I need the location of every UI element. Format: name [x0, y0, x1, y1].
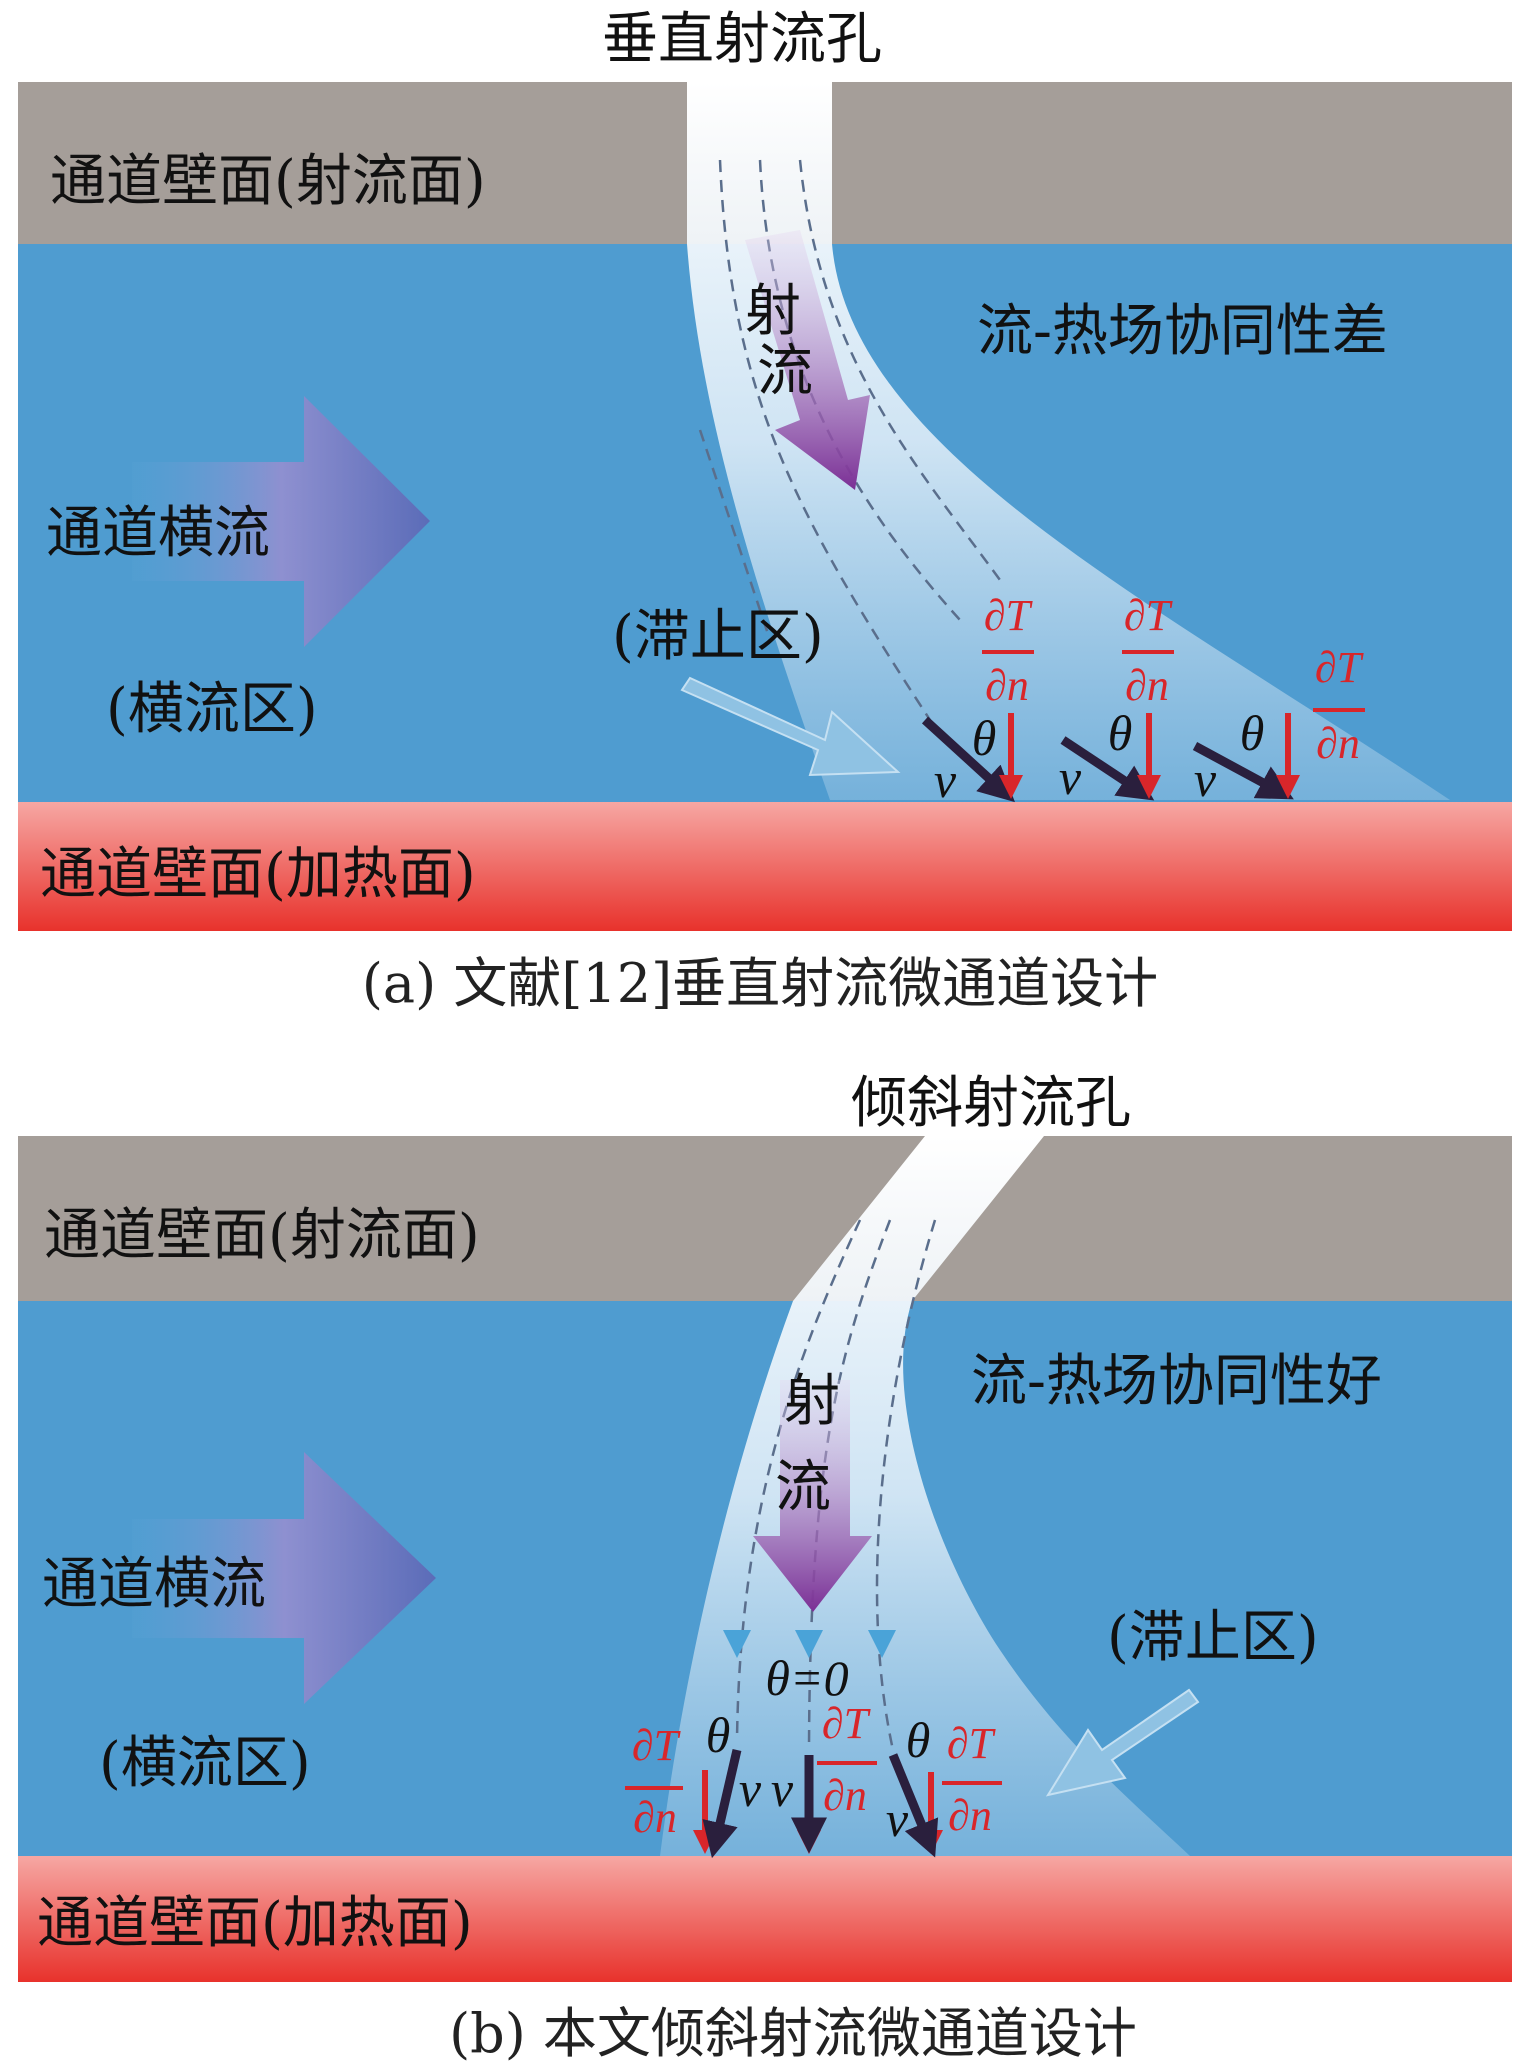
theta-label: θ [706, 1707, 731, 1763]
jet-arrow [745, 230, 870, 490]
velocity-arrow [921, 716, 1015, 803]
jet-wall-label: 通道壁面(射流面) [50, 149, 486, 214]
hole-title: 倾斜射流孔 [851, 1071, 1131, 1136]
v-label: v [1059, 749, 1082, 805]
crossflow-zone-label: (横流区) [99, 1731, 311, 1796]
stagnation-arrow [1045, 1688, 1200, 1797]
velocity-gradient-group: θ=0 θ θ ∂T ∂n ∂T ∂n ∂T ∂n v v v [625, 1650, 1002, 1859]
streamline [698, 429, 772, 641]
v-label: v [739, 1761, 762, 1817]
streamline [718, 159, 932, 721]
dT-label: ∂T [984, 591, 1034, 640]
dn-label: ∂n [948, 1791, 992, 1840]
v-label: v [771, 1761, 794, 1817]
crossflow-label: 通道横流 [46, 501, 270, 566]
crossflow-zone-label: (横流区) [106, 677, 318, 742]
theta-label: θ [1240, 705, 1265, 761]
crossflow-arrow [132, 396, 430, 647]
stagnation-zone-label: (滞止区) [612, 604, 824, 669]
heated-wall-label: 通道壁面(加热面) [40, 842, 476, 907]
jet-label-2: 流 [775, 1455, 831, 1520]
caption-b: (b) 本文倾斜射流微通道设计 [449, 2002, 1137, 2065]
jet-wall-label: 通道壁面(射流面) [44, 1203, 480, 1268]
jet-label-2: 流 [757, 339, 813, 404]
theta-label: θ [1108, 705, 1133, 761]
velocity-arrow [1192, 742, 1294, 800]
dn-label: ∂n [985, 661, 1029, 710]
jet-label-1: 射 [745, 279, 801, 344]
velocity-gradient-group: ∂T ∂n ∂T ∂n ∂T ∂n θ θ θ v v v [921, 591, 1365, 808]
synergy-label: 流-热场协同性好 [971, 1349, 1382, 1414]
synergy-label: 流-热场协同性差 [977, 299, 1388, 364]
theta-label: θ [906, 1712, 931, 1768]
jet-arrow [753, 1380, 872, 1612]
dn-label: ∂n [823, 1771, 867, 1820]
dT-label: ∂T [632, 1721, 682, 1770]
panel-a: 垂直射流孔 射 流 流-热场协同性差 通道壁面(射流面) 通道横流 (横流区) … [18, 7, 1512, 1015]
jet-wall [18, 1136, 1512, 1301]
theta-label: θ [972, 710, 997, 766]
jet-plume [687, 82, 1450, 800]
dT-label: ∂T [822, 1699, 872, 1748]
heated-wall [18, 802, 1512, 931]
crossflow-label: 通道横流 [42, 1552, 266, 1617]
heated-wall [18, 1856, 1512, 1982]
dT-label: ∂T [1124, 591, 1174, 640]
crossflow-arrow [132, 1452, 436, 1704]
heated-wall-label: 通道壁面(加热面) [37, 1891, 473, 1956]
dT-label: ∂T [947, 1719, 997, 1768]
velocity-arrow [888, 1753, 939, 1858]
jet-label-1: 射 [784, 1369, 840, 1434]
streamline [875, 1219, 937, 1751]
v-label: v [886, 1791, 909, 1847]
velocity-arrow [702, 1748, 742, 1859]
theta-zero-label: θ=0 [765, 1650, 848, 1706]
dn-label: ∂n [1125, 661, 1169, 710]
hole-title: 垂直射流孔 [602, 7, 882, 72]
dn-label: ∂n [633, 1793, 677, 1842]
v-label: v [934, 752, 957, 808]
jet-plume [660, 1136, 1190, 1856]
dT-label: ∂T [1315, 643, 1365, 692]
stagnation-zone-label: (滞止区) [1107, 1605, 1319, 1670]
dn-label: ∂n [1316, 719, 1360, 768]
velocity-arrow [1060, 736, 1155, 801]
caption-a: (a) 文献[12]垂直射流微通道设计 [362, 952, 1158, 1015]
panel-b: 倾斜射流孔 射 流 流-热场协同性好 通道壁面(射流面) 通道横流 (横流区) … [18, 1071, 1512, 2065]
flow-direction-markers [723, 1630, 896, 1658]
stagnation-arrow [680, 676, 901, 777]
v-label: v [1194, 751, 1217, 807]
